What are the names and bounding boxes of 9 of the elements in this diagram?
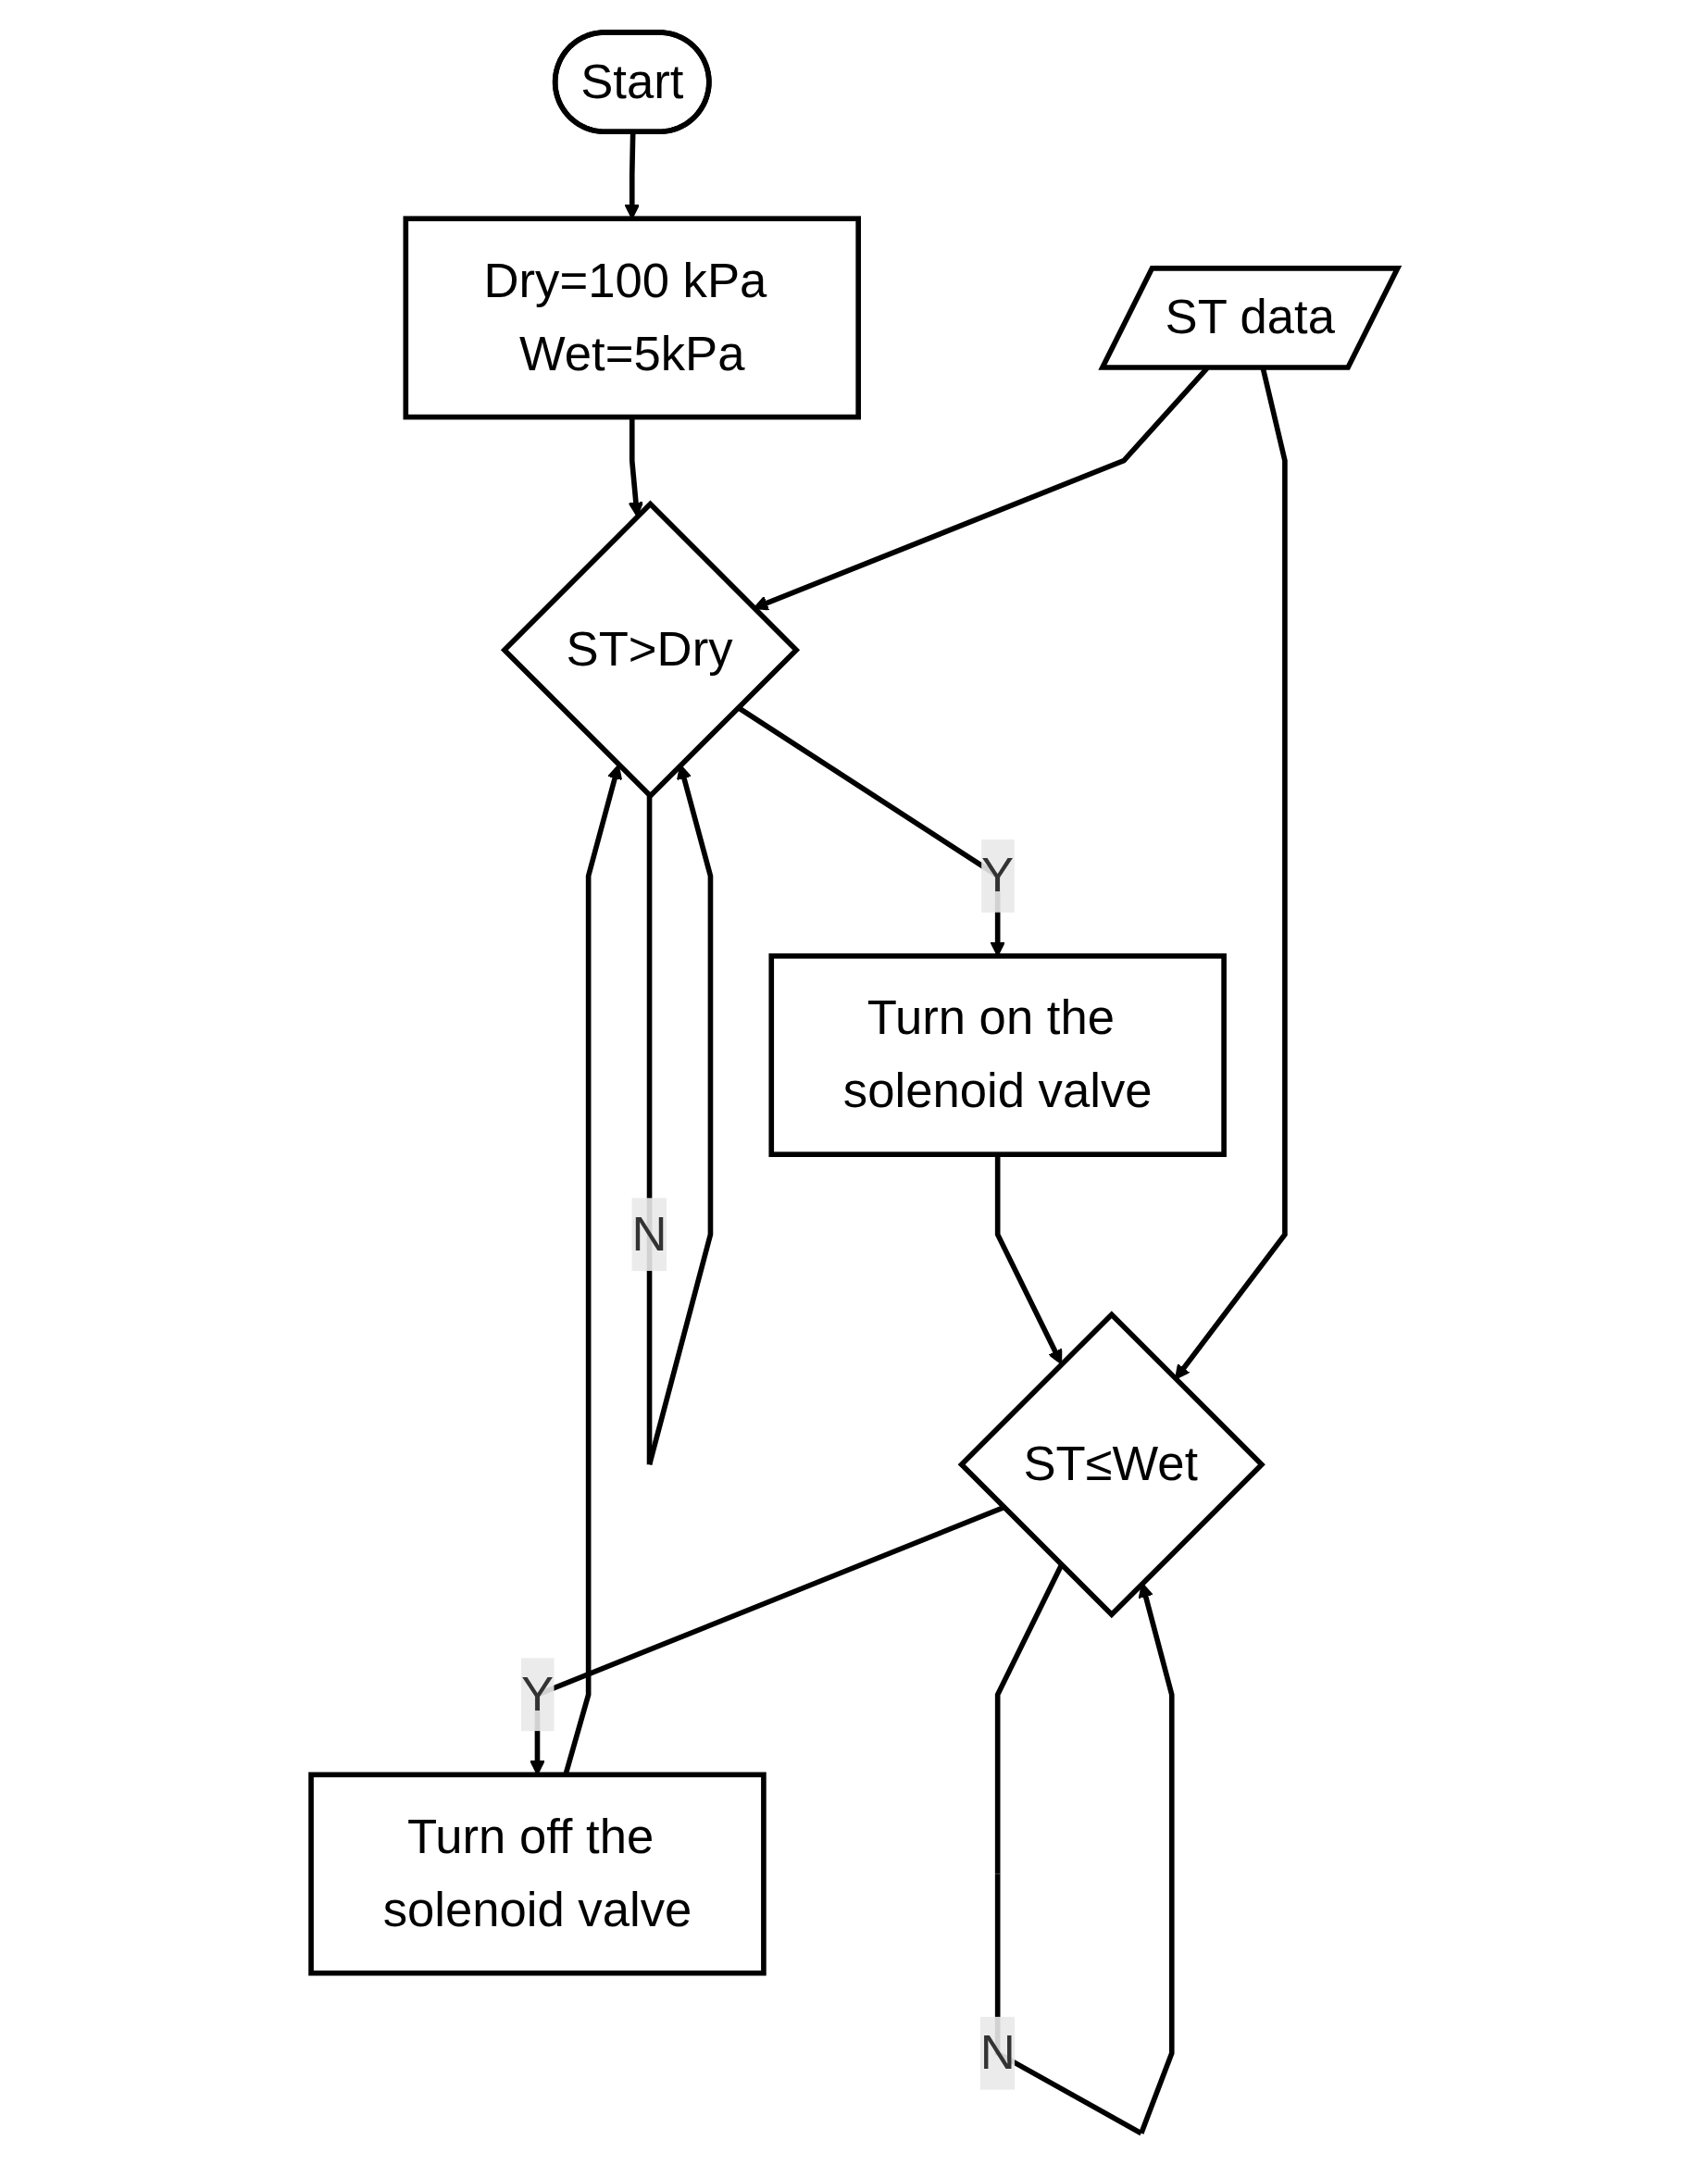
edge-label: N bbox=[979, 2024, 1016, 2079]
node-box: Turn on the solenoid valve bbox=[768, 952, 1227, 1157]
edge-label: N bbox=[631, 1206, 667, 1261]
node-diamond: ST≤Wet bbox=[957, 1310, 1265, 1618]
node-box: Turn off the solenoid valve bbox=[307, 1772, 767, 1975]
node-box: Dry=100 kPa Wet=5kPa bbox=[403, 215, 861, 419]
edge-label: Y bbox=[520, 1666, 554, 1721]
node-diamond: ST>Dry bbox=[500, 500, 800, 800]
edge-label: Y bbox=[980, 847, 1014, 902]
